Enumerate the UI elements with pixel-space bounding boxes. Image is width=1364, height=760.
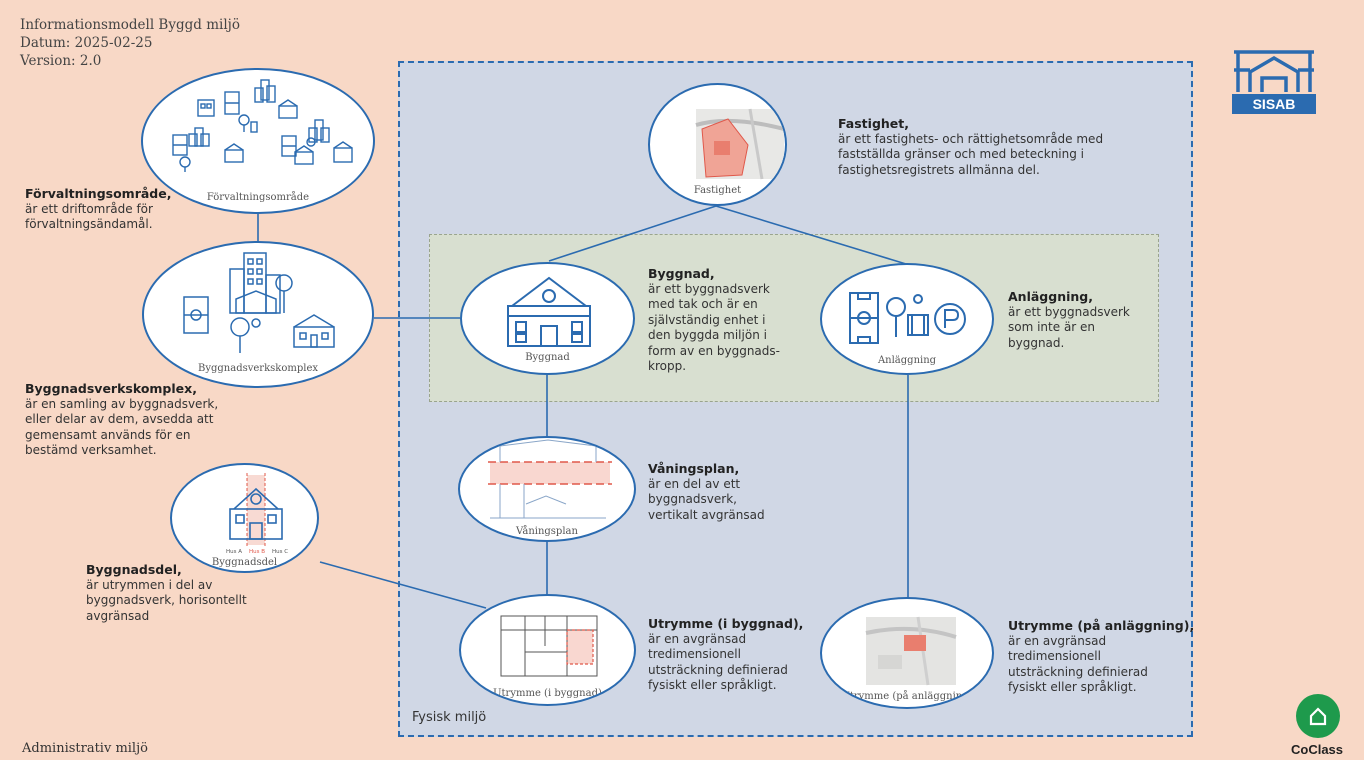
diagram-version: Version: 2.0 (20, 53, 102, 69)
definition-text: är ett byggnadsverk med tak och är en sj… (648, 281, 780, 374)
house-label: Hus C (272, 549, 288, 555)
line-fastighet-anlaggning (715, 205, 907, 265)
line-fastighet-byggnad (548, 205, 717, 262)
node-utrymme-byggnad[interactable]: Utrymme (i byggnad) (459, 594, 636, 706)
definition-text: är en samling av byggnadsverk, eller del… (25, 396, 219, 458)
definition-forvaltningsomrade: Förvaltningsområde, är ett driftområde f… (25, 186, 171, 233)
school-cluster-icon (172, 79, 353, 172)
definition-text: är utrymmen i del av byggnadsverk, horis… (86, 577, 247, 623)
coclass-logo: CoClass (1286, 694, 1348, 760)
node-label: Utrymme (på anläggning) (841, 691, 973, 702)
facility-space-map-icon (865, 616, 957, 686)
definition-vaningsplan: Våningsplan, är en del av ett byggnadsve… (648, 461, 765, 523)
definition-utrymme-anlaggning: Utrymme (på anläggning), är en avgränsad… (1008, 618, 1194, 696)
house-label: Hus B (249, 549, 265, 555)
physical-zone-label: Fysisk miljö (412, 710, 487, 725)
node-forvaltningsomrade[interactable]: Förvaltningsområde (141, 68, 375, 214)
building-complex-icon (183, 252, 335, 353)
facility-icon (849, 292, 966, 344)
node-anlaggning[interactable]: Anläggning (820, 263, 994, 375)
node-label: Byggnadsverkskomplex (198, 363, 318, 374)
definition-anlaggning: Anläggning, är ett byggnadsverk som inte… (1008, 289, 1130, 351)
house-label: Hus A (226, 549, 242, 555)
definition-text: är en avgränsad tredimensionell utsträck… (1008, 633, 1148, 695)
node-utrymme-anlaggning[interactable]: Utrymme (på anläggning) (820, 597, 994, 709)
node-vaningsplan[interactable]: Våningsplan (458, 436, 636, 542)
administrative-zone-label: Administrativ miljö (22, 741, 148, 756)
node-byggnad[interactable]: Byggnad (460, 262, 635, 375)
definition-text: är en del av ett byggnadsverk, vertikalt… (648, 476, 765, 522)
node-byggnadsdel[interactable]: Hus A Hus B Hus C Byggnadsdel (170, 463, 319, 573)
definition-term: Byggnadsdel, (86, 562, 182, 577)
definition-term: Utrymme (i byggnad), (648, 616, 804, 631)
definition-fastighet: Fastighet, är ett fastighets- och rättig… (838, 116, 1103, 178)
node-byggnadsverkskomplex[interactable]: Byggnadsverkskomplex (142, 241, 374, 388)
floor-plan-section-icon (488, 439, 612, 519)
sisab-wordmark: SISAB (1253, 96, 1296, 112)
node-label: Våningsplan (516, 526, 578, 537)
property-map-icon (695, 108, 785, 180)
definition-text: är ett driftområde för förvaltningsändam… (25, 201, 153, 232)
node-label: Byggnadsdel (211, 557, 278, 568)
node-label: Fastighet (693, 185, 742, 196)
definition-text: är ett fastighets- och rättighetsområde … (838, 131, 1104, 177)
definition-term: Våningsplan, (648, 461, 740, 476)
definition-term: Anläggning, (1008, 289, 1093, 304)
node-label: Utrymme (i byggnad) (493, 688, 602, 699)
definition-text: är en avgränsad tredimensionell utsträck… (648, 631, 788, 693)
definition-term: Utrymme (på anläggning), (1008, 618, 1195, 633)
node-label: Anläggning (877, 355, 937, 366)
coclass-badge (1296, 694, 1340, 738)
diagram-date: Datum: 2025-02-25 (20, 35, 153, 51)
sisab-logo: SISAB (1230, 48, 1318, 118)
definition-utrymme-byggnad: Utrymme (i byggnad), är en avgränsad tre… (648, 616, 803, 694)
definition-byggnad: Byggnad, är ett byggnadsverk med tak och… (648, 266, 780, 375)
definition-term: Fastighet, (838, 116, 909, 131)
node-label: Byggnad (525, 352, 570, 363)
node-label: Förvaltningsområde (206, 192, 310, 203)
line-byggnadsdel-utrymme (319, 561, 487, 609)
definition-text: är ett byggnadsverk som inte är en byggn… (1008, 304, 1130, 350)
node-fastighet[interactable]: Fastighet (648, 83, 787, 206)
building-part-icon: Hus A Hus B Hus C (226, 473, 288, 555)
room-plan-icon (500, 615, 598, 677)
coclass-wordmark: CoClass (1290, 742, 1344, 757)
definition-term: Förvaltningsområde, (25, 186, 172, 201)
definition-byggnadsdel: Byggnadsdel, är utrymmen i del av byggna… (86, 562, 247, 624)
header: Informationsmodell Byggd miljö Datum: 20… (20, 16, 240, 70)
home-icon (1309, 707, 1327, 726)
definition-term: Byggnadsverkskomplex, (25, 381, 197, 396)
definition-term: Byggnad, (648, 266, 715, 281)
school-building-icon (507, 276, 591, 347)
definition-byggnadsverkskomplex: Byggnadsverkskomplex, är en samling av b… (25, 381, 218, 459)
diagram-title: Informationsmodell Byggd miljö (20, 17, 240, 33)
sisab-logo-icon: SISAB (1232, 50, 1316, 114)
